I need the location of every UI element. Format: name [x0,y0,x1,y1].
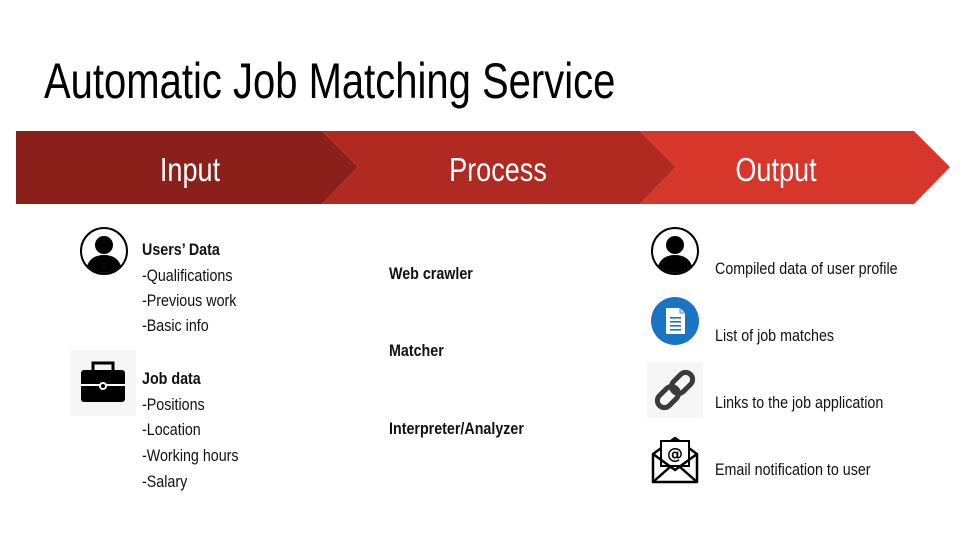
process-step-matcher: Matcher [389,341,444,360]
svg-text:@: @ [667,444,683,463]
job-data-heading: Job data [142,369,201,388]
job-data-item: -Salary [142,472,188,491]
stage-output-label: Output [735,151,817,188]
job-data-item: -Working hours [142,446,239,465]
users-data-heading: Users’ Data [142,240,220,259]
document-icon [651,297,699,345]
job-data-item: -Positions [142,395,205,414]
users-data-item: -Previous work [142,291,237,310]
output-item-job-matches: List of job matches [715,326,835,345]
email-icon: @ [651,436,699,484]
stage-process-label: Process [449,151,547,188]
users-data-item: -Qualifications [142,266,233,285]
briefcase-icon [70,350,136,416]
link-icon [647,362,703,418]
stage-input-arrow [16,131,358,204]
user-icon [651,227,699,275]
stage-process-arrow [322,131,676,204]
output-item-application-links: Links to the job application [715,393,884,412]
process-step-web-crawler: Web crawler [389,264,473,283]
user-icon [80,227,128,275]
output-item-user-profile: Compiled data of user profile [715,259,898,278]
users-data-item: -Basic info [142,316,209,335]
process-step-interpreter: Interpreter/Analyzer [389,419,524,438]
output-item-email-notification: Email notification to user [715,460,871,479]
page-title: Automatic Job Matching Service [44,53,616,109]
job-data-item: -Location [142,420,201,439]
stage-input-label: Input [159,151,221,188]
stage-output-arrow [640,131,950,204]
